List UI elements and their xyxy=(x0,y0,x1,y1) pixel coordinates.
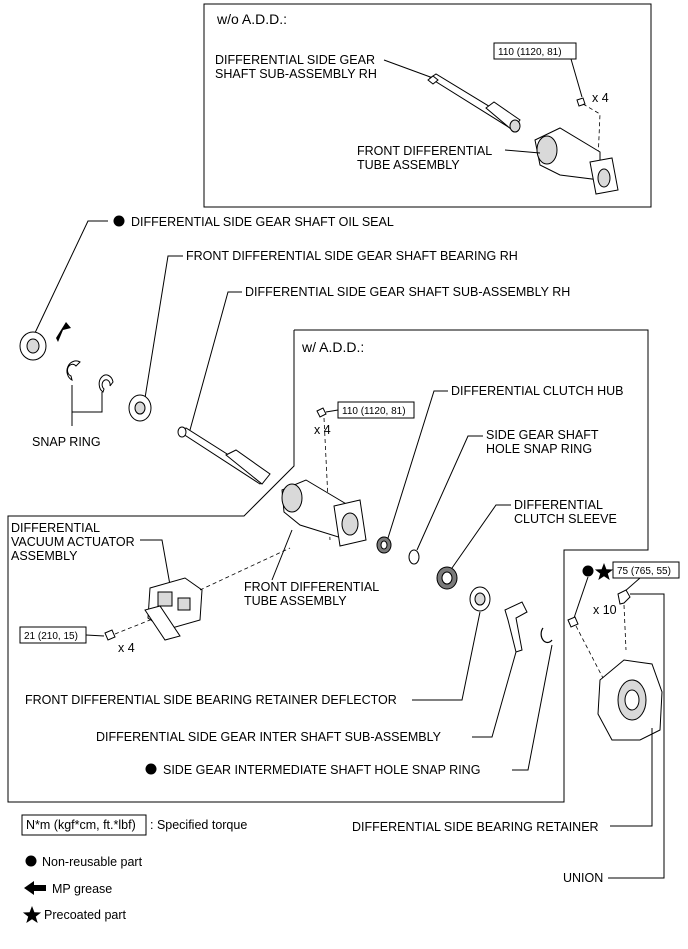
dashed-guide xyxy=(114,619,151,635)
dashed-guide xyxy=(199,547,291,591)
precoated-star-icon xyxy=(594,563,614,580)
front-diff-tube-part xyxy=(281,479,367,547)
precoated-star-icon xyxy=(22,906,42,923)
bolt-icon xyxy=(104,629,116,641)
torque-union-value: 75 (765, 55) xyxy=(617,566,671,577)
leader-line xyxy=(573,576,589,619)
leader-line xyxy=(33,220,108,336)
hole-snap-ring-label-2: HOLE SNAP RING xyxy=(486,442,592,456)
retainer-deflector-part xyxy=(469,586,491,612)
union-label: UNION xyxy=(563,871,603,885)
vacuum-actuator-label-2: VACUUM ACTUATOR xyxy=(11,535,135,549)
dashed-guide xyxy=(582,103,601,161)
bearing-retainer-label: DIFFERENTIAL SIDE BEARING RETAINER xyxy=(352,820,599,834)
leader-line xyxy=(140,539,171,586)
front-diff-tube-label-2: TUBE ASSEMBLY xyxy=(244,594,347,608)
with-add-box xyxy=(7,329,649,803)
side-gear-shaft-rh-top-label-1: DIFFERENTIAL SIDE GEAR xyxy=(215,53,375,67)
torque-top-value: 110 (1120, 81) xyxy=(498,47,562,58)
clutch-sleeve-label-2: CLUTCH SLEEVE xyxy=(514,512,617,526)
leader-line xyxy=(472,651,517,738)
torque-box-top xyxy=(493,42,577,60)
vacuum-actuator-label-1: DIFFERENTIAL xyxy=(11,521,100,535)
leader-line xyxy=(412,611,481,701)
leader-line xyxy=(416,435,483,551)
snap-ring-label: SNAP RING xyxy=(32,435,101,449)
leader-line xyxy=(504,149,541,154)
intermediate-snap-ring-label: SIDE GEAR INTERMEDIATE SHAFT HOLE SNAP R… xyxy=(163,763,480,777)
legend-torque-unit: N*m (kgf*cm, ft.*lbf) xyxy=(26,818,136,832)
leader-line xyxy=(610,728,653,827)
side-gear-shaft-top-part xyxy=(427,73,521,133)
torque-actuator-value: 21 (210, 15) xyxy=(24,631,78,642)
inter-shaft-part xyxy=(504,601,528,653)
vacuum-actuator-part xyxy=(144,577,203,641)
oil-seal-part xyxy=(19,331,47,361)
front-diff-tube-top-label-2: TUBE ASSEMBLY xyxy=(357,158,460,172)
clutch-sleeve-part xyxy=(436,566,458,590)
leader-line xyxy=(387,390,448,539)
legend-non-reusable: Non-reusable part xyxy=(42,855,143,869)
snap-ring-part xyxy=(66,360,81,381)
leader-line xyxy=(570,58,583,98)
leader-line xyxy=(85,634,105,637)
non-reusable-icon xyxy=(145,763,157,775)
without-add-box xyxy=(203,3,652,208)
bearing-rh-label: FRONT DIFFERENTIAL SIDE GEAR SHAFT BEARI… xyxy=(186,249,518,263)
leader-line xyxy=(512,644,553,771)
legend-precoated: Precoated part xyxy=(44,908,127,922)
dashed-guide xyxy=(623,604,627,651)
hole-snap-ring-label-1: SIDE GEAR SHAFT xyxy=(486,428,599,442)
non-reusable-icon xyxy=(25,855,37,867)
snap-ring-part xyxy=(98,374,114,393)
legend-mp-grease: MP grease xyxy=(52,882,112,896)
inter-shaft-label: DIFFERENTIAL SIDE GEAR INTER SHAFT SUB-A… xyxy=(96,730,442,744)
top-bolt-qty: x 4 xyxy=(592,91,609,105)
legend-torque-text: : Specified torque xyxy=(150,818,247,832)
clutch-hub-label: DIFFERENTIAL CLUTCH HUB xyxy=(451,384,623,398)
leader-line xyxy=(144,255,183,399)
bolt-icon xyxy=(567,616,579,628)
bolt-icon xyxy=(316,407,327,418)
bearing-rh-part xyxy=(128,394,152,422)
leader-line xyxy=(608,593,665,879)
front-diff-tube-top-label-1: FRONT DIFFERENTIAL xyxy=(357,144,492,158)
hole-snap-ring-part xyxy=(408,549,420,565)
with-add-title: w/ A.D.D.: xyxy=(301,339,364,355)
leader-line xyxy=(271,529,293,581)
legend: N*m (kgf*cm, ft.*lbf) : Specified torque… xyxy=(21,814,247,923)
union-part xyxy=(617,589,631,605)
vacuum-actuator-label-3: ASSEMBLY xyxy=(11,549,78,563)
leader-line xyxy=(383,59,434,79)
retainer-deflector-label: FRONT DIFFERENTIAL SIDE BEARING RETAINER… xyxy=(25,693,397,707)
clutch-sleeve-label-1: DIFFERENTIAL xyxy=(514,498,603,512)
leader-line xyxy=(325,409,339,413)
dashed-guide xyxy=(575,625,605,681)
side-gear-shaft-rh-part xyxy=(177,426,271,485)
front-diff-tube-top-part xyxy=(534,127,619,195)
actuator-bolt-qty: x 4 xyxy=(118,641,135,655)
bearing-retainer-part xyxy=(597,659,663,741)
side-gear-shaft-rh-label: DIFFERENTIAL SIDE GEAR SHAFT SUB-ASSEMBL… xyxy=(245,285,570,299)
mp-grease-arrow-icon xyxy=(56,322,71,342)
non-reusable-icon xyxy=(113,215,125,227)
retainer-bolt-qty: x 10 xyxy=(593,603,617,617)
leader-line xyxy=(623,577,641,593)
without-add-title: w/o A.D.D.: xyxy=(216,11,287,27)
leader-line xyxy=(71,385,103,413)
clutch-hub-part xyxy=(376,536,392,554)
oil-seal-label: DIFFERENTIAL SIDE GEAR SHAFT OIL SEAL xyxy=(131,215,394,229)
intermediate-snap-ring-part xyxy=(540,627,553,644)
side-gear-shaft-rh-top-label-2: SHAFT SUB-ASSEMBLY RH xyxy=(215,67,377,81)
leader-line xyxy=(451,504,511,569)
torque-mid-value: 110 (1120, 81) xyxy=(342,406,406,417)
torque-box-union xyxy=(612,561,680,579)
mid-bolt-qty: x 4 xyxy=(314,423,331,437)
front-diff-tube-label-1: FRONT DIFFERENTIAL xyxy=(244,580,379,594)
leader-line xyxy=(189,291,242,431)
non-reusable-icon xyxy=(582,565,594,577)
legend-torque-box xyxy=(21,814,147,836)
mp-grease-arrow-icon xyxy=(24,881,46,895)
